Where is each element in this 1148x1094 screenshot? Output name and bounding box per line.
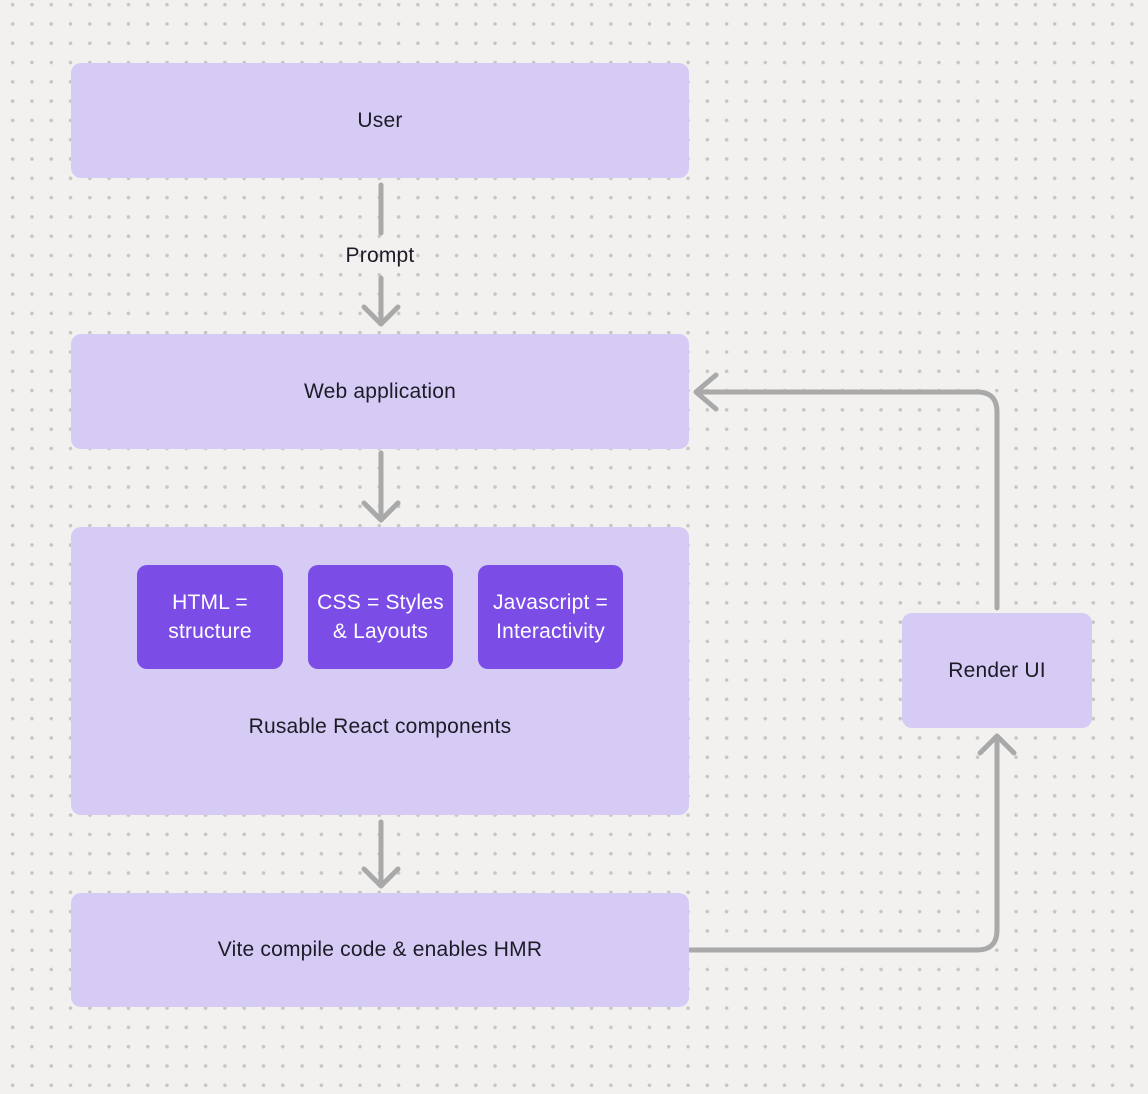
node-css[interactable]: CSS = Styles & Layouts bbox=[308, 565, 453, 669]
edge-line bbox=[697, 389, 1000, 611]
arrowhead-down-icon bbox=[361, 304, 401, 327]
edge-label-prompt: Prompt bbox=[345, 244, 415, 267]
arrowhead-up-icon bbox=[977, 733, 1017, 756]
arrowhead-down-icon bbox=[361, 866, 401, 889]
arrow-vite-to-renderui bbox=[686, 733, 1017, 953]
arrowhead-left-icon bbox=[693, 372, 719, 412]
node-components-group[interactable]: HTML = structure CSS = Styles & Layouts … bbox=[71, 527, 689, 815]
arrow-components-to-vite bbox=[361, 819, 401, 889]
node-user-label: User bbox=[357, 108, 403, 132]
node-javascript-line1: Javascript = bbox=[492, 591, 609, 614]
node-javascript[interactable]: Javascript = Interactivity bbox=[478, 565, 623, 669]
node-user[interactable]: User bbox=[71, 63, 689, 178]
arrowhead-down-icon bbox=[361, 500, 401, 523]
node-web-application-label: Web application bbox=[303, 379, 457, 403]
node-html[interactable]: HTML = structure bbox=[137, 565, 283, 669]
node-web-application[interactable]: Web application bbox=[71, 334, 689, 449]
arrow-renderui-to-webapp bbox=[693, 372, 1000, 611]
node-css-line1: CSS = Styles bbox=[317, 591, 444, 614]
node-html-line2: structure bbox=[168, 620, 252, 643]
node-render-ui[interactable]: Render UI bbox=[902, 613, 1092, 728]
node-render-ui-label: Render UI bbox=[948, 658, 1046, 682]
components-group-caption: Rusable React components bbox=[248, 715, 512, 738]
node-css-line2: & Layouts bbox=[332, 620, 429, 643]
node-html-line1: HTML = bbox=[172, 591, 248, 614]
edge-line bbox=[686, 737, 1000, 953]
node-javascript-line2: Interactivity bbox=[496, 620, 605, 643]
node-vite-label: Vite compile code & enables HMR bbox=[217, 938, 543, 961]
node-vite[interactable]: Vite compile code & enables HMR bbox=[71, 893, 689, 1007]
arrow-webapp-to-components bbox=[361, 450, 401, 523]
